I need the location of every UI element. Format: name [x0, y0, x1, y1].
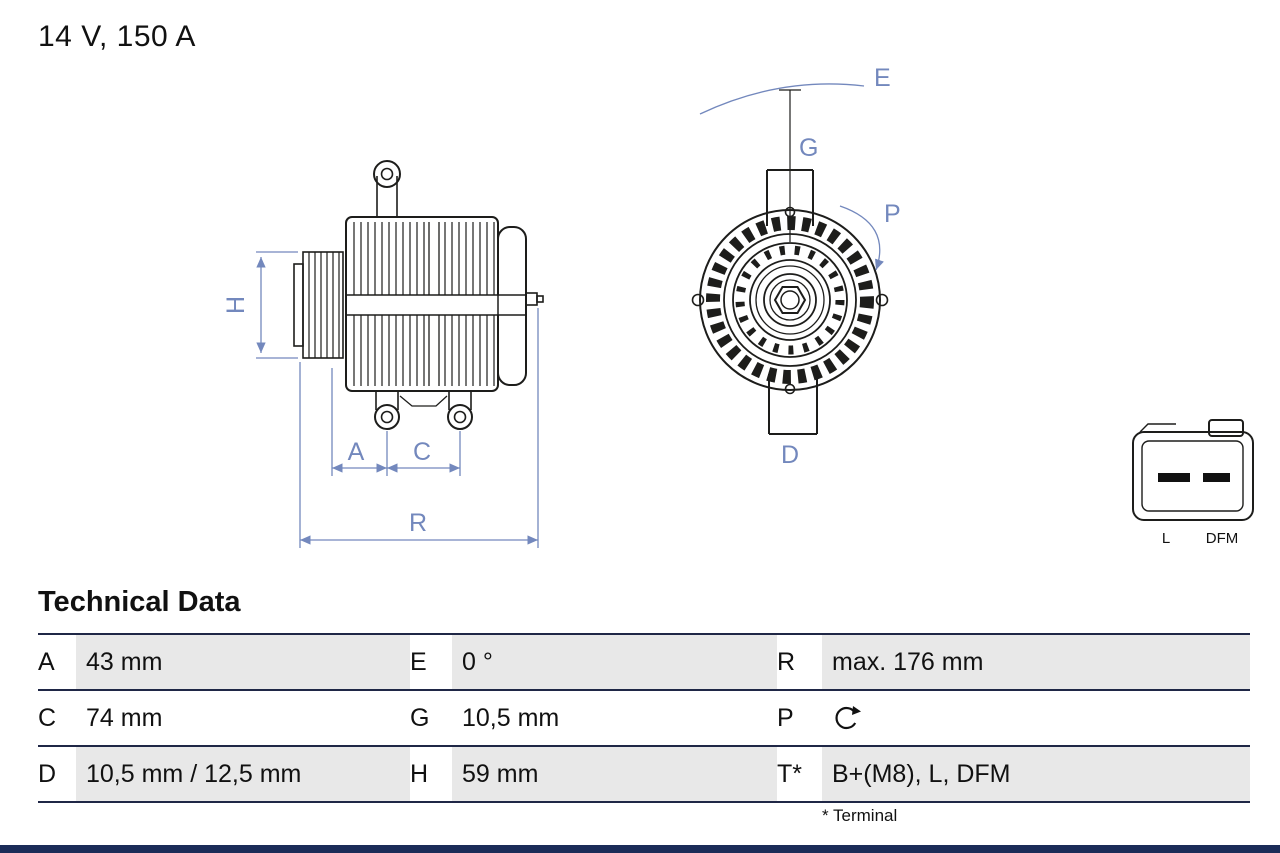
- table-row: D 10,5 mm / 12,5 mm H 59 mm T* B+(M8), L…: [38, 747, 1250, 803]
- dim-label-g: G: [799, 134, 818, 162]
- alternator-side-view: [293, 160, 544, 430]
- tech-value-a: 43 mm: [76, 635, 410, 689]
- side-view-dimensions: [256, 251, 539, 548]
- dim-label-d: D: [781, 441, 799, 469]
- front-view-dimensions: [699, 83, 884, 271]
- technical-data-heading: Technical Data: [38, 586, 241, 618]
- dim-label-r: R: [409, 509, 427, 537]
- alternator-front-view: [691, 89, 889, 435]
- bottom-accent-bar: [0, 845, 1280, 853]
- tech-value-p: [822, 691, 1250, 745]
- spec-title: 14 V, 150 A: [38, 20, 196, 53]
- terminal-stud: [525, 292, 544, 306]
- tech-value-t: B+(M8), L, DFM: [822, 747, 1250, 801]
- dim-label-e: E: [874, 64, 891, 92]
- connector-pin-dfm: [1203, 473, 1230, 482]
- bottom-boss: [768, 374, 818, 435]
- pulley: [293, 251, 344, 359]
- dim-label-c: C: [413, 438, 431, 466]
- terminal-footnote: * Terminal: [822, 806, 898, 825]
- tech-key-c: C: [38, 691, 76, 745]
- tech-key-g: G: [410, 691, 452, 745]
- housing: [345, 216, 527, 392]
- tech-value-g: 10,5 mm: [462, 703, 560, 732]
- table-row: A 43 mm E 0 ° R max. 176 mm: [38, 635, 1250, 691]
- tech-value-e: 0 °: [452, 635, 777, 689]
- connector-pin-l: [1158, 473, 1190, 482]
- dim-label-a: A: [348, 438, 365, 466]
- tech-value-c: 74 mm: [86, 703, 163, 732]
- dim-label-p: P: [884, 200, 901, 228]
- tech-key-p: P: [777, 691, 822, 745]
- tech-value-h: 59 mm: [452, 747, 777, 801]
- dim-label-h: H: [222, 296, 250, 314]
- connector-drawing: [1132, 419, 1254, 521]
- tech-key-h: H: [410, 747, 452, 801]
- rotation-direction-icon: [835, 706, 861, 730]
- table-row: C 74 mm G 10,5 mm P: [38, 691, 1250, 747]
- top-lug: [373, 160, 401, 218]
- tech-key-t: T*: [777, 747, 822, 801]
- tech-key-a: A: [38, 635, 76, 689]
- tech-key-r: R: [777, 635, 822, 689]
- technical-drawing: H A C R: [222, 64, 1254, 548]
- tech-value-r: max. 176 mm: [822, 635, 1250, 689]
- connector-label-l: L: [1162, 530, 1170, 547]
- connector-label-dfm: DFM: [1206, 530, 1239, 547]
- tech-value-d: 10,5 mm / 12,5 mm: [76, 747, 410, 801]
- rotor-rings: [699, 209, 881, 391]
- tech-key-d: D: [38, 747, 76, 801]
- bottom-lugs: [374, 391, 473, 430]
- top-boss: [766, 169, 814, 226]
- tech-key-e: E: [410, 635, 452, 689]
- technical-data-table: A 43 mm E 0 ° R max. 176 mm C 74 mm G 10…: [38, 633, 1250, 803]
